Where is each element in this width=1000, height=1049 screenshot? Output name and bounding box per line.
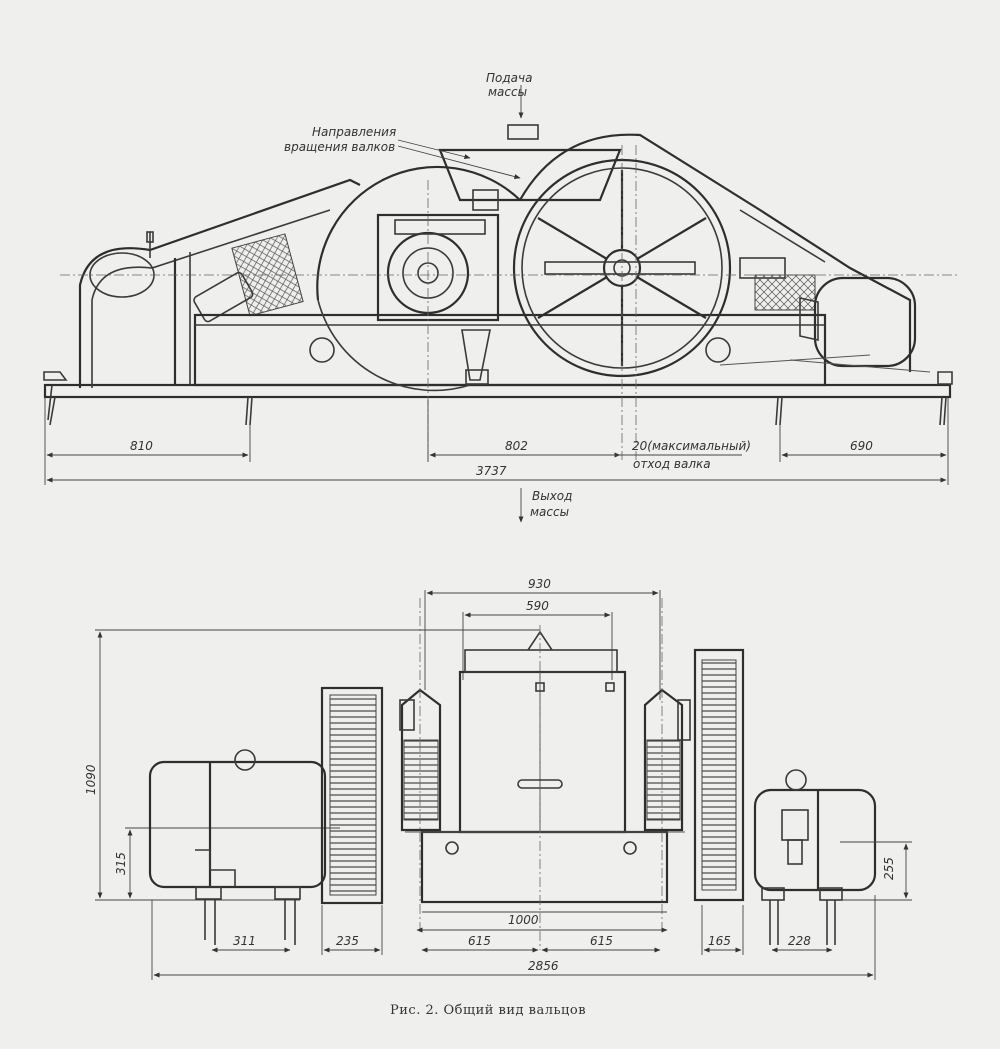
central-housing [458, 670, 627, 834]
anchor-bolt [775, 396, 783, 426]
dim-165: 165 [708, 934, 731, 948]
dim-1000: 1000 [508, 913, 539, 927]
left-flywheel-plan [320, 686, 384, 905]
dim-3737: 3737 [476, 464, 507, 478]
exit-label-1: Выход [532, 489, 572, 503]
rotation-label-2: вращения валков [284, 140, 395, 154]
dim-2856: 2856 [528, 959, 559, 973]
right-flywheel-plan [693, 648, 745, 902]
anchor-bolt [47, 384, 56, 426]
right-motor-plan [753, 788, 877, 892]
dim-255: 255 [882, 857, 896, 880]
feed-label-1: Подача [486, 71, 532, 85]
dim-max-travel-2: отход валка [633, 457, 711, 471]
dim-930: 930 [528, 577, 551, 591]
right-gear-housing [643, 688, 684, 832]
dim-315: 315 [114, 852, 128, 875]
dim-615-right: 615 [590, 934, 613, 948]
side-elevation-view: Подача массы Направления вращения валков… [43, 71, 960, 523]
dim-max-travel-1: 20(максимальный) [632, 439, 751, 453]
anchor-bolt [245, 396, 253, 426]
left-gear-housing [400, 688, 442, 832]
foot-block [937, 371, 953, 385]
base-frame [43, 383, 952, 399]
machine-bed [193, 313, 827, 387]
left-coupling [193, 271, 254, 323]
feed-label-2: массы [488, 85, 527, 99]
dim-802: 802 [505, 439, 528, 453]
right-motor [813, 276, 917, 368]
mesh-guard-right [754, 274, 816, 311]
anchor-bolt [939, 396, 947, 426]
exit-label-2: массы [530, 505, 569, 519]
dim-690: 690 [850, 439, 873, 453]
right-guard [519, 133, 912, 372]
dim-311: 311 [233, 934, 256, 948]
dim-228: 228 [788, 934, 811, 948]
dim-235: 235 [336, 934, 359, 948]
support-stand [461, 329, 491, 381]
roll-bearing-housing [376, 213, 500, 322]
dim-615-left: 615 [468, 934, 491, 948]
feed-hopper [438, 148, 622, 202]
dim-590: 590 [526, 599, 549, 613]
plan-view: 930 590 1090 315 [84, 577, 912, 980]
left-roll-disk [316, 165, 521, 301]
dim-810: 810 [130, 439, 153, 453]
dim-1090: 1090 [84, 764, 98, 795]
left-motor-plan [148, 760, 327, 889]
rotation-label-1: Направления [312, 125, 396, 139]
foot-block [43, 371, 68, 381]
figure-caption: Рис. 2. Общий вид вальцов [390, 1003, 586, 1018]
